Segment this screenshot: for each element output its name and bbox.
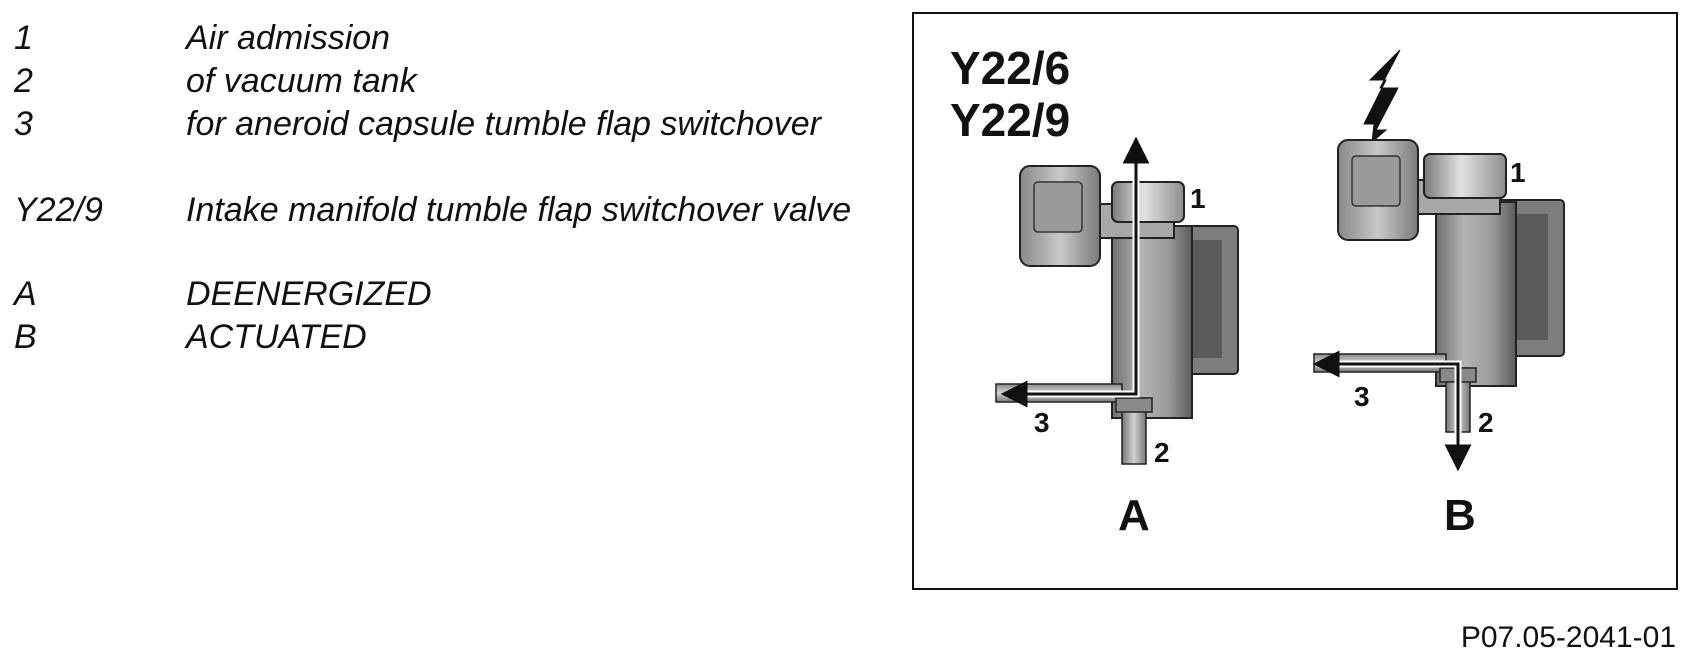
- legend-key: B: [14, 318, 37, 356]
- legend-text: DEENERGIZED: [186, 275, 432, 313]
- lightning-bolt-icon: [1363, 49, 1401, 144]
- legend-key: 3: [14, 105, 33, 143]
- valve-a-port-1: 1: [1190, 183, 1206, 214]
- valve-b-port-1: 1: [1510, 157, 1526, 188]
- valve-figure: Y22/6 Y22/9 1 2 3: [912, 12, 1678, 590]
- figure-title-line1: Y22/6: [950, 42, 1070, 94]
- legend-key: 2: [14, 62, 33, 100]
- valve-a-port-2: 2: [1154, 437, 1170, 468]
- valve-b: 1 2 3 B: [1312, 49, 1565, 540]
- legend-text: Air admission: [186, 19, 391, 57]
- legend-text: for aneroid capsule tumble flap switchov…: [186, 105, 821, 143]
- legend-key: Y22/9: [14, 191, 103, 229]
- valve-b-port-3: 3: [1354, 381, 1370, 412]
- valve-b-label: B: [1444, 491, 1476, 540]
- legend-key: A: [14, 275, 37, 313]
- legend-text: ACTUATED: [186, 318, 367, 356]
- legend-text: Intake manifold tumble flap switchover v…: [186, 191, 852, 229]
- valve-b-port-2: 2: [1478, 407, 1494, 438]
- legend-text: of vacuum tank: [186, 62, 417, 100]
- valve-a: 1 2 3 A: [995, 136, 1239, 540]
- valve-a-port-3: 3: [1034, 407, 1050, 438]
- reference-code: P07.05-2041-01: [1460, 621, 1676, 654]
- figure-title-line2: Y22/9: [950, 94, 1070, 146]
- legend-key: 1: [14, 19, 33, 57]
- valve-illustration: Y22/6 Y22/9 1 2 3: [950, 42, 1565, 540]
- valve-a-label: A: [1118, 491, 1150, 540]
